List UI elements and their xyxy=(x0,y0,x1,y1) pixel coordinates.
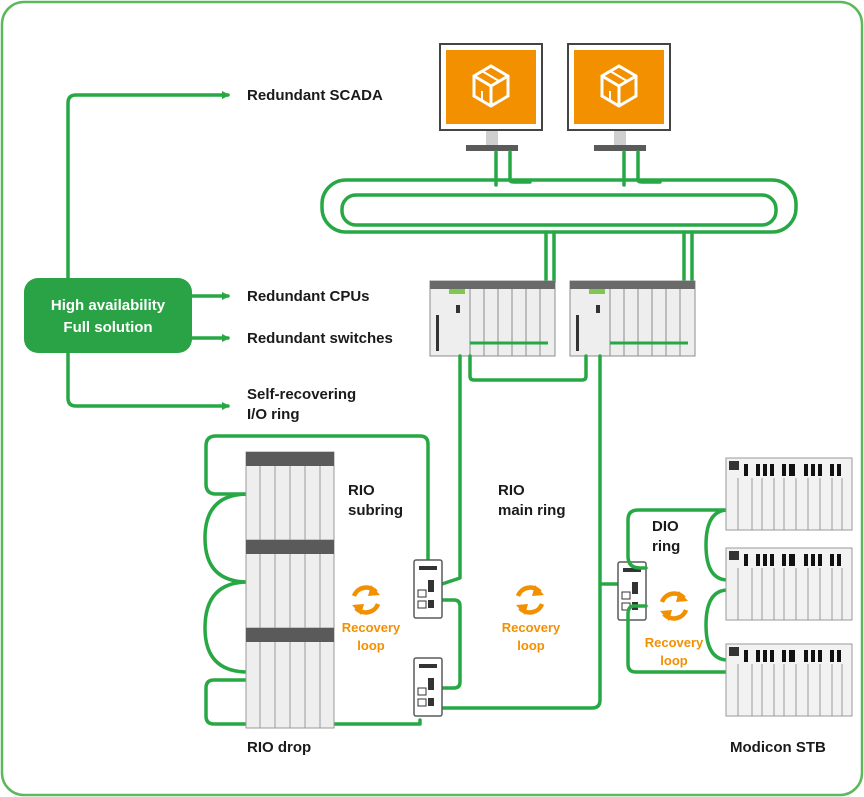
dio-ring xyxy=(626,508,730,674)
cpu-sync-links xyxy=(468,341,688,382)
label-self-recovering: Self-recovering xyxy=(247,386,356,403)
cpu-rack-primary xyxy=(429,280,556,357)
recovery-label-3b: loop xyxy=(660,653,687,668)
label-dio-2: ring xyxy=(652,538,680,555)
switch-ring xyxy=(320,178,798,234)
rio-main-ring xyxy=(438,354,620,710)
label-dio-1: DIO xyxy=(652,518,679,535)
hub-line-2: Full solution xyxy=(63,319,152,336)
label-rio-subring-1: RIO xyxy=(348,482,375,499)
cpu-uplinks xyxy=(544,230,694,284)
rio-drop-rack-2 xyxy=(245,539,335,641)
stb-island-2 xyxy=(725,547,853,621)
label-io-ring: I/O ring xyxy=(247,406,300,423)
rio-adapter-lower xyxy=(413,657,443,717)
recovery-label-1a: Recovery xyxy=(342,620,401,635)
hub-box: High availability Full solution xyxy=(24,278,192,353)
dio-adapter xyxy=(617,561,647,621)
rio-drop-rack-3 xyxy=(245,627,335,729)
label-rio-main-2: main ring xyxy=(498,502,566,519)
rio-subring xyxy=(203,434,430,726)
recovery-label-3a: Recovery xyxy=(645,635,704,650)
label-rio-drop: RIO drop xyxy=(247,739,311,756)
label-redundant-scada: Redundant SCADA xyxy=(247,87,383,104)
label-rio-main-1: RIO xyxy=(498,482,525,499)
recovery-label-2a: Recovery xyxy=(502,620,561,635)
cpu-rack-standby xyxy=(569,280,696,357)
hub-connectors xyxy=(66,91,230,410)
recovery-label-2b: loop xyxy=(517,638,544,653)
rio-drop-rack-1 xyxy=(245,451,335,553)
rio-adapter-upper xyxy=(413,559,443,619)
label-redundant-switches: Redundant switches xyxy=(247,330,393,347)
label-redundant-cpus: Redundant CPUs xyxy=(247,288,370,305)
hub-line-1: High availability xyxy=(51,297,166,314)
stb-island-3 xyxy=(725,643,853,717)
label-modicon-stb: Modicon STB xyxy=(730,739,826,756)
stb-island-1 xyxy=(725,457,853,531)
recovery-label-1b: loop xyxy=(357,638,384,653)
label-rio-subring-2: subring xyxy=(348,502,403,519)
